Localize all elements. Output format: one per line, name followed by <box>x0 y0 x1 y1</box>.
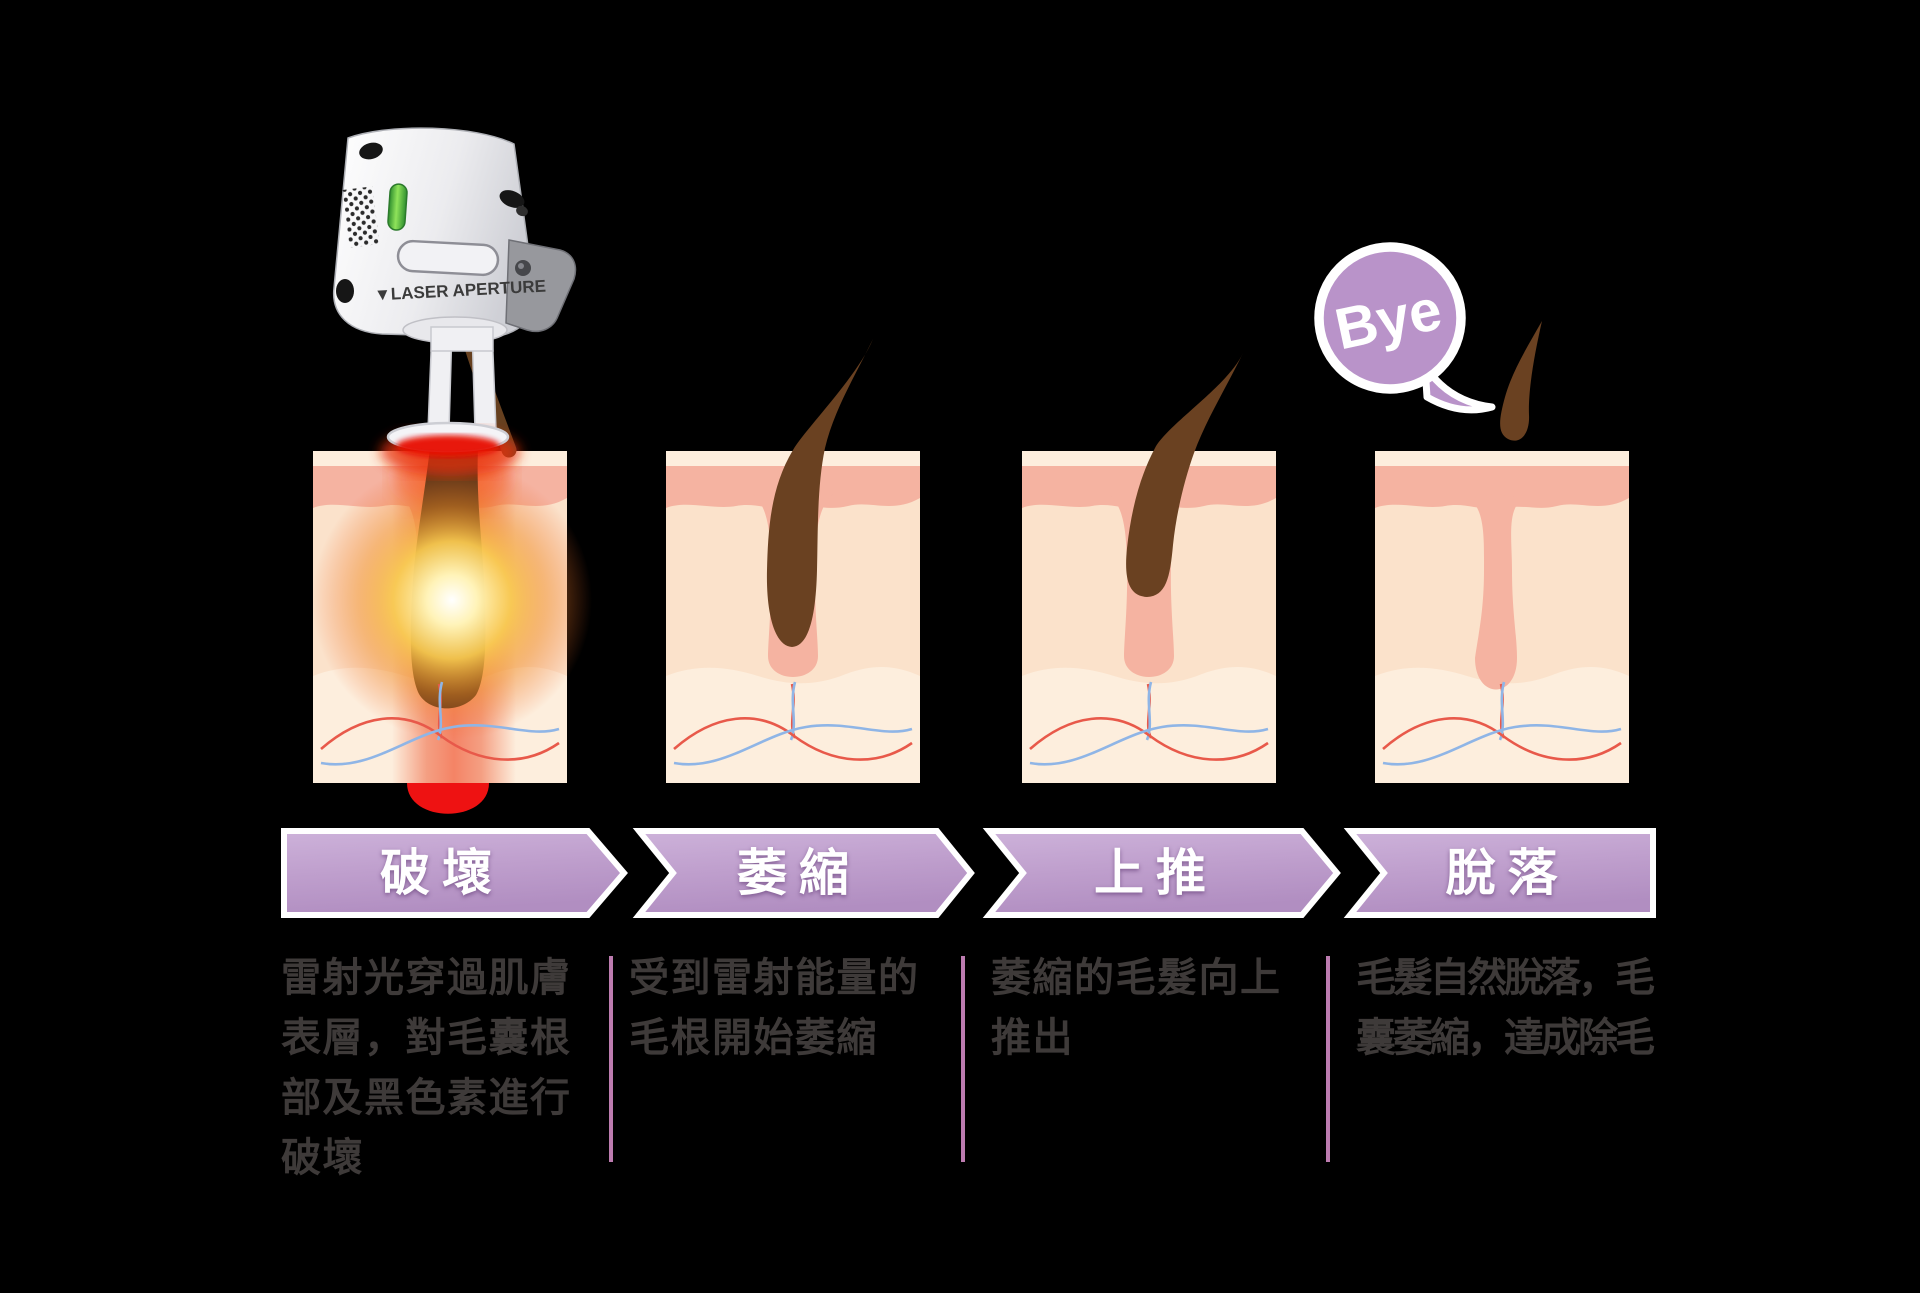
banner-arrow-4 <box>1343 828 1656 918</box>
destroyed-root-dot <box>407 783 489 814</box>
banner-label-shrink: 萎縮 <box>737 845 861 901</box>
vent-dots <box>342 186 380 248</box>
banner-label-push-up: 上推 <box>1094 845 1218 901</box>
description-line: 表層，對毛囊根 <box>281 1016 572 1060</box>
detached-hair-icon <box>1500 321 1542 441</box>
description-line: 雷射光穿過肌膚 <box>281 956 572 1000</box>
banner-label-fall-out: 脫落 <box>1445 845 1570 901</box>
column-divider <box>961 956 965 1162</box>
empty-follicle <box>1471 494 1521 690</box>
bubble-circle <box>1314 242 1466 394</box>
description-stage-2: 受到雷射能量的 毛根開始萎縮 <box>629 948 959 1068</box>
led-indicator <box>387 183 408 231</box>
skin-panel-1 <box>312 444 592 814</box>
banner-label-destroy: 破壞 <box>380 845 504 901</box>
description-line: 囊萎縮，達成除毛 <box>1356 1016 1655 1060</box>
column-divider <box>609 956 613 1162</box>
device-button <box>396 239 500 277</box>
description-line: 部及黑色素進行 <box>281 1076 572 1120</box>
bubble-tail <box>1421 362 1496 414</box>
aperture-red-glow <box>396 435 500 457</box>
description-line: 毛根開始萎縮 <box>629 1016 878 1060</box>
laser-glow <box>312 460 592 740</box>
description-line: 萎縮的毛髮向上 <box>991 956 1282 1000</box>
skin-panel-3 <box>1022 353 1276 783</box>
hair-panel-2 <box>766 339 873 647</box>
description-stage-1: 雷射光穿過肌膚 表層，對毛囊根 部及黑色素進行 破壞 <box>281 948 611 1188</box>
banner-arrow-2 <box>632 828 975 918</box>
description-line: 破壞 <box>281 1136 364 1180</box>
description-stage-4: 毛髮自然脫落，毛 囊萎縮，達成除毛 <box>1356 948 1666 1068</box>
banner-arrow-1 <box>281 828 628 918</box>
process-banners <box>281 828 1656 918</box>
bye-speech-bubble: Bye <box>1314 242 1496 414</box>
description-line: 推出 <box>991 1016 1074 1060</box>
skin-panel-4 <box>1375 321 1629 783</box>
skin-panel-2 <box>666 339 920 783</box>
description-line: 毛髮自然脫落，毛 <box>1356 956 1655 1000</box>
description-line: 受到雷射能量的 <box>629 956 920 1000</box>
hair-panel-3 <box>1126 353 1243 597</box>
description-stage-3: 萎縮的毛髮向上 推出 <box>991 948 1321 1068</box>
banner-arrow-3 <box>982 828 1341 918</box>
laser-device <box>333 127 577 476</box>
column-divider <box>1326 956 1330 1162</box>
